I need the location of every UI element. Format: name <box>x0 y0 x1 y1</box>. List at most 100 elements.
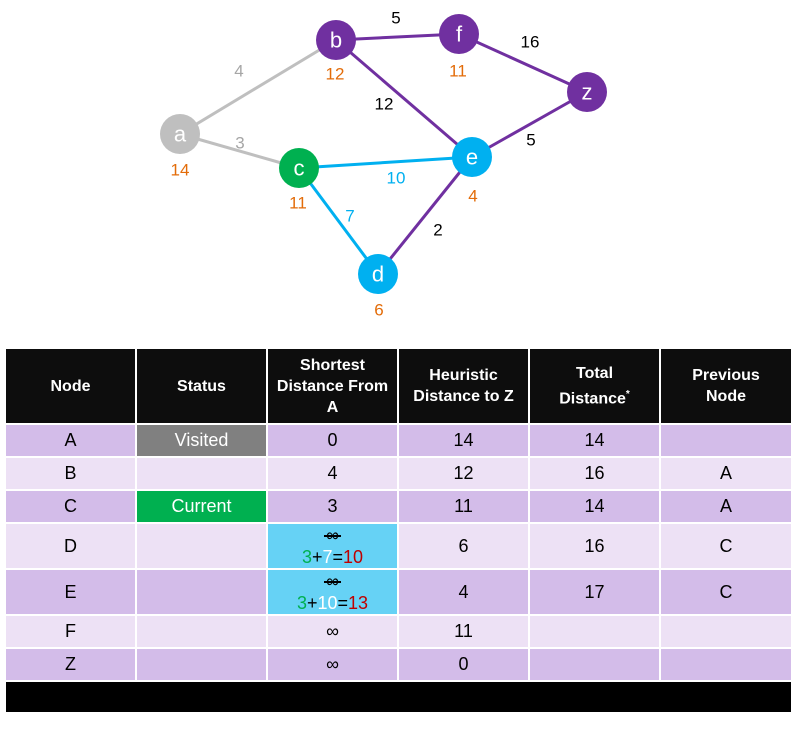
node-z-label: z <box>582 80 593 105</box>
table-row: D ∞ 3+7=10 6 16 C <box>4 522 793 570</box>
cell-previous <box>659 423 793 458</box>
node-f-label: f <box>456 22 463 47</box>
header-node: Node <box>4 347 137 425</box>
node-d: d <box>358 254 398 294</box>
cell-shortest: 0 <box>266 423 399 458</box>
cell-node: A <box>4 423 137 458</box>
edge-e-z <box>471 90 588 159</box>
weight-c-e: 10 <box>387 169 406 188</box>
node-a: a <box>160 114 200 154</box>
node-c: c <box>279 148 319 188</box>
heuristic-d: 6 <box>374 301 383 320</box>
header-total-distance: Total Distance* <box>528 347 661 425</box>
cell-total: 17 <box>528 568 661 616</box>
cell-total <box>528 647 661 682</box>
node-b: b <box>316 20 356 60</box>
cell-status <box>135 647 268 682</box>
node-e: e <box>452 137 492 177</box>
cell-node: B <box>4 456 137 491</box>
edge-weights: 4 3 5 12 16 5 10 7 2 <box>234 9 539 240</box>
cell-node: C <box>4 489 137 524</box>
cell-shortest: ∞ <box>266 647 399 682</box>
graph-nodes: a b c d e f z <box>160 14 607 294</box>
weight-b-e: 12 <box>375 95 394 114</box>
table-row: F ∞ 11 <box>4 614 793 649</box>
graph-diagram: 4 3 5 12 16 5 10 7 2 a b c d e <box>160 9 607 320</box>
edge-b-e <box>335 38 473 159</box>
cell-total: 14 <box>528 489 661 524</box>
node-heuristics: 14 12 11 6 4 11 <box>171 62 478 320</box>
cell-node: F <box>4 614 137 649</box>
strikethrough-line <box>324 581 341 583</box>
cell-status <box>135 522 268 570</box>
edge-b-f <box>335 32 460 42</box>
cell-shortest: 3 <box>266 489 399 524</box>
cell-previous: A <box>659 489 793 524</box>
edge-a-b <box>179 38 337 136</box>
calc-result: 10 <box>343 547 364 567</box>
cell-previous: C <box>659 568 793 616</box>
node-z: z <box>567 72 607 112</box>
cell-node: E <box>4 568 137 616</box>
calc-term-b: 7 <box>322 547 333 567</box>
cell-status <box>135 614 268 649</box>
node-c-label: c <box>294 156 305 181</box>
edge-d-e <box>376 156 474 275</box>
cell-heuristic: 14 <box>397 423 530 458</box>
cell-node: D <box>4 522 137 570</box>
graph-edges <box>179 32 588 275</box>
cell-total: 16 <box>528 522 661 570</box>
cell-heuristic: 12 <box>397 456 530 491</box>
cell-shortest: 4 <box>266 456 399 491</box>
cell-heuristic: 4 <box>397 568 530 616</box>
cell-previous <box>659 647 793 682</box>
footnote: * Total Distance = Shortest Distance fro… <box>4 680 793 714</box>
cell-shortest: ∞ <box>266 614 399 649</box>
cell-previous: C <box>659 522 793 570</box>
table-row: A Visited 0 14 14 <box>4 423 793 458</box>
table-row: E ∞ 3+10=13 4 17 C <box>4 568 793 616</box>
calc-term-a: 3 <box>301 547 312 567</box>
cell-total: 14 <box>528 423 661 458</box>
cell-total: 16 <box>528 456 661 491</box>
weight-f-z: 16 <box>521 33 540 52</box>
node-b-label: b <box>330 28 342 53</box>
cell-node: Z <box>4 647 137 682</box>
calc-plus: + <box>311 547 323 567</box>
cell-heuristic: 11 <box>397 489 530 524</box>
heuristic-c: 11 <box>289 194 307 213</box>
calc-equals: = <box>332 547 344 567</box>
heuristic-a: 14 <box>171 161 190 180</box>
calc-equals: = <box>337 593 349 613</box>
header-heuristic-distance: Heuristic Distance to Z <box>397 347 530 425</box>
cell-shortest-calculation: ∞ 3+10=13 <box>266 568 399 616</box>
cell-heuristic: 6 <box>397 522 530 570</box>
weight-a-c: 3 <box>235 134 244 153</box>
node-d-label: d <box>372 262 384 287</box>
footnote-row: * Total Distance = Shortest Distance fro… <box>4 680 793 714</box>
heuristic-e: 4 <box>468 187 477 206</box>
table-row: Z ∞ 0 <box>4 647 793 682</box>
status-badge-current: Current <box>135 489 268 524</box>
cell-total <box>528 614 661 649</box>
node-e-label: e <box>466 145 478 170</box>
calc-term-a: 3 <box>296 593 307 613</box>
header-shortest-distance: Shortest Distance From A <box>266 347 399 425</box>
cell-heuristic: 0 <box>397 647 530 682</box>
strikethrough-line <box>324 535 341 537</box>
cell-heuristic: 11 <box>397 614 530 649</box>
heuristic-b: 12 <box>326 65 345 84</box>
cell-status <box>135 568 268 616</box>
heuristic-f: 11 <box>449 62 467 81</box>
table-row: B 4 12 16 A <box>4 456 793 491</box>
calc-result: 13 <box>348 593 369 613</box>
edge-c-d <box>297 167 380 275</box>
calc-plus: + <box>306 593 318 613</box>
status-badge-visited: Visited <box>135 423 268 458</box>
cell-status <box>135 456 268 491</box>
node-a-label: a <box>174 122 187 147</box>
edge-a-c <box>179 132 300 170</box>
astar-table: Node Status Shortest Distance From A Heu… <box>4 347 793 714</box>
weight-a-b: 4 <box>234 62 243 81</box>
weight-b-f: 5 <box>391 9 400 28</box>
